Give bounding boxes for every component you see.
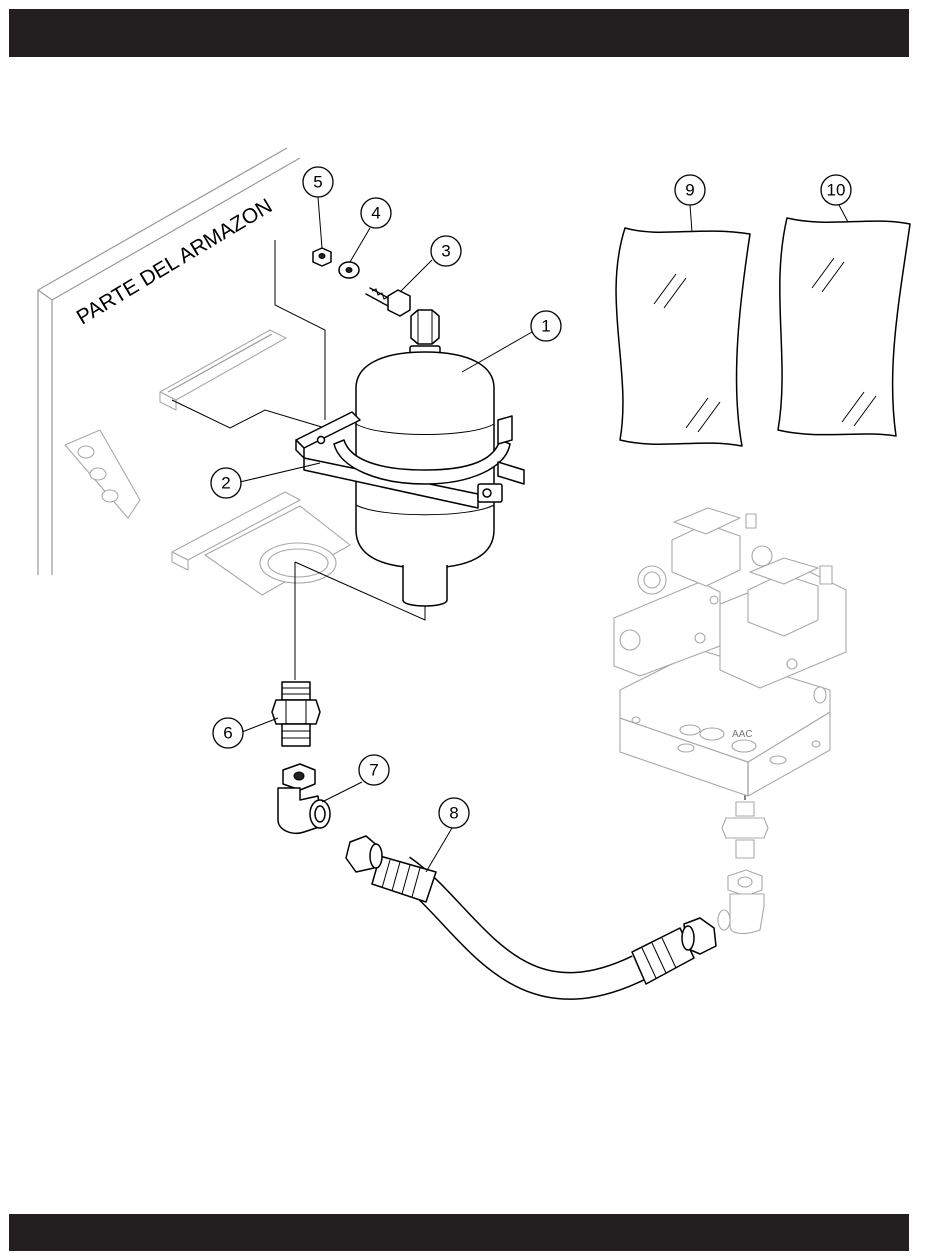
callout-3-number: 3: [441, 242, 450, 261]
plastic-sheet-9: [616, 228, 750, 446]
callout-5-number: 5: [313, 173, 322, 192]
callout-2: 2: [211, 468, 241, 498]
callout-9-number: 9: [685, 181, 694, 200]
callout-7-number: 7: [369, 761, 378, 780]
callout-6: 6: [213, 718, 243, 748]
footer-bar: [9, 1214, 909, 1251]
callout-6-number: 6: [223, 724, 232, 743]
callout-8-number: 8: [449, 804, 458, 823]
elbow-fitting: [278, 764, 330, 833]
callout-4: 4: [361, 198, 391, 228]
manifold-fittings: [718, 802, 768, 933]
callout-3: 3: [431, 236, 461, 266]
washer: [339, 262, 359, 278]
callout-2-number: 2: [221, 474, 230, 493]
callout-4-number: 4: [371, 204, 380, 223]
frame-panel: PARTE DEL ARMAZON: [38, 148, 350, 595]
plastic-sheet-10: [778, 218, 910, 436]
callout-8: 8: [439, 798, 469, 828]
callout-7: 7: [359, 755, 389, 785]
callout-9: 9: [675, 175, 705, 205]
accumulator: [356, 310, 494, 606]
callout-10-number: 10: [827, 181, 846, 200]
hose-assembly: [346, 836, 716, 986]
callout-10: 10: [821, 175, 851, 205]
bolt: [366, 288, 410, 316]
callout-1-number: 1: [541, 317, 550, 336]
callout-5: 5: [303, 167, 333, 197]
callout-1: 1: [531, 311, 561, 341]
frame-label: PARTE DEL ARMAZON: [73, 194, 277, 329]
valve-manifold: AAC: [614, 508, 846, 796]
adapter-fitting: [272, 682, 320, 746]
nut: [313, 248, 331, 266]
manifold-port-label: AAC: [732, 729, 753, 740]
